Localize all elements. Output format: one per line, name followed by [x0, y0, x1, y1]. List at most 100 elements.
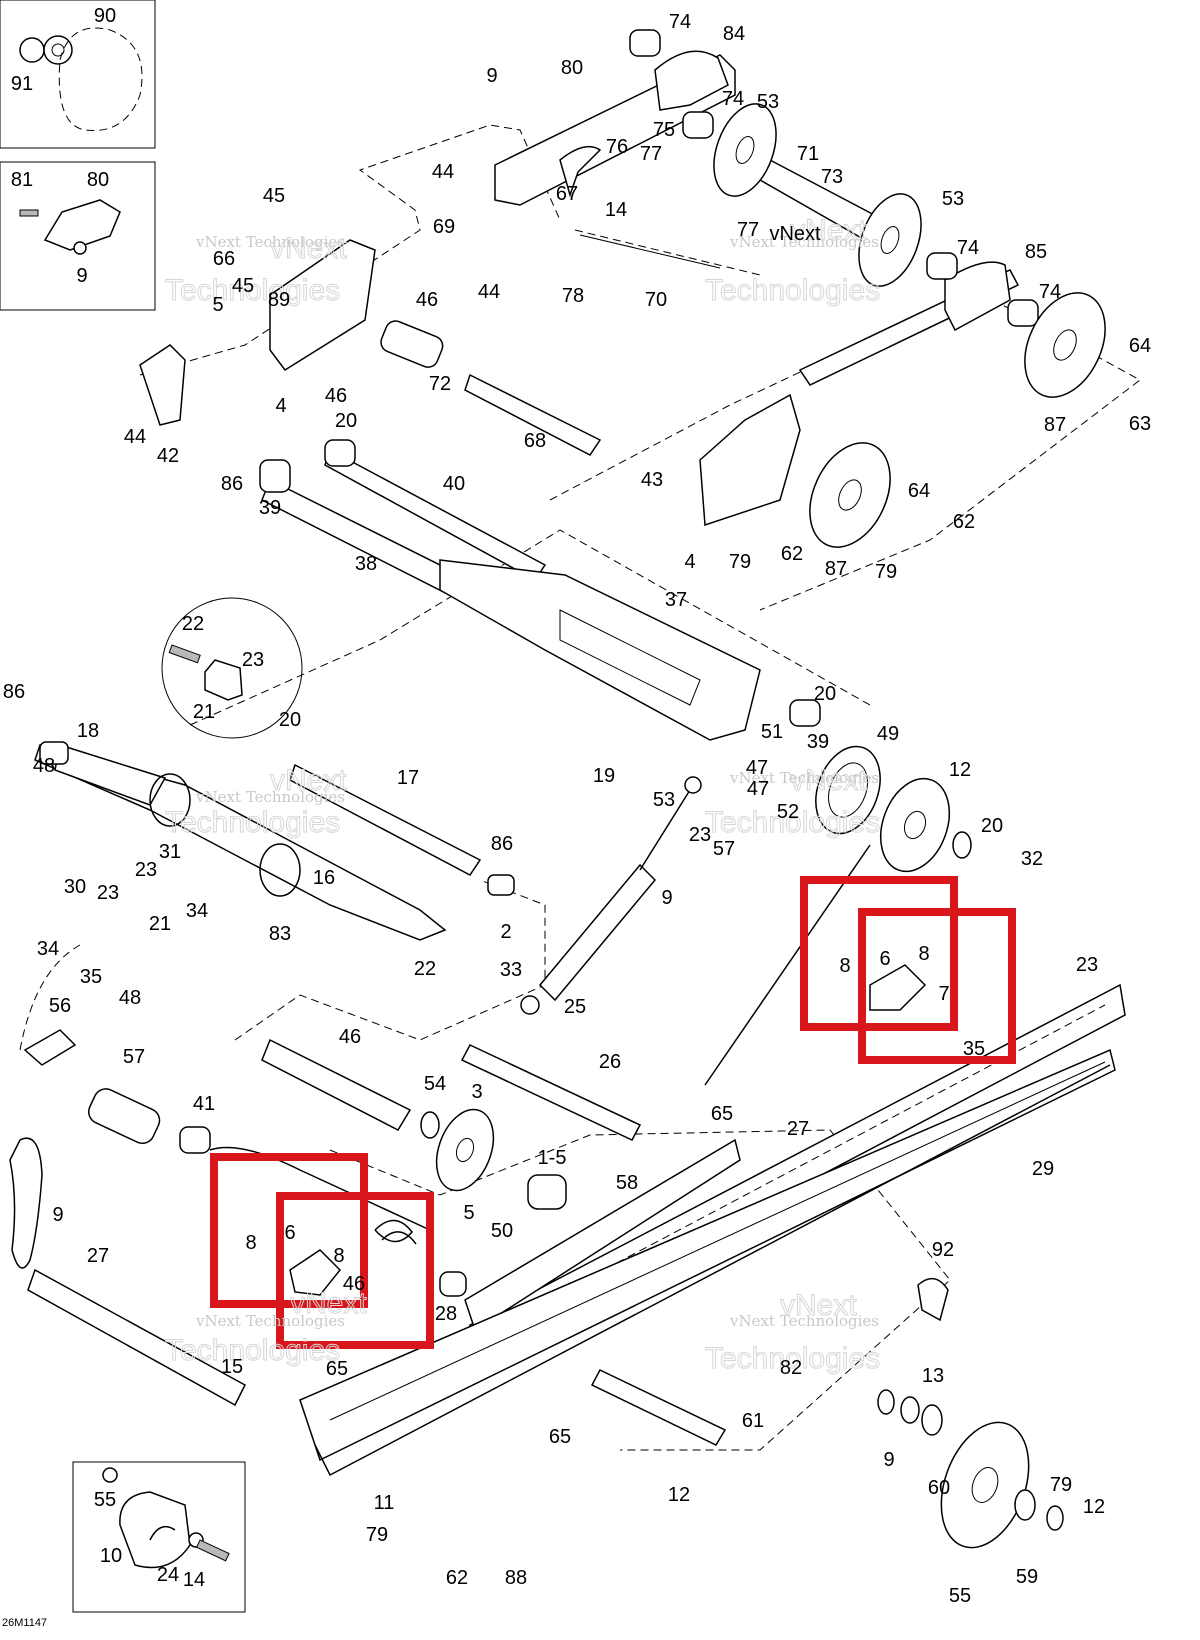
callout-label: 65: [326, 1358, 348, 1380]
callout-label: 73: [821, 166, 843, 188]
watermark-text-large: vNext: [270, 232, 347, 265]
wheel-53a-hub: [735, 136, 755, 164]
callout-label: 84: [723, 23, 745, 45]
bracket-50: [917, 1277, 949, 1322]
loop-16a: [149, 773, 191, 827]
callout-label: 50: [491, 1220, 513, 1242]
bumper-6-lower: [289, 1249, 342, 1296]
watermark-text: vNext Technologies: [729, 233, 879, 251]
circlip-57a: [952, 831, 972, 859]
callout-label: 80: [87, 169, 109, 191]
callout-label: 55: [94, 1489, 116, 1511]
callout-label: 39: [807, 731, 829, 753]
callout-label: 70: [645, 289, 667, 311]
callout-label: 62: [781, 543, 803, 565]
callout-label: 89: [268, 289, 290, 311]
wheel-87a: [1024, 292, 1106, 398]
callout-label: 82: [780, 1357, 802, 1379]
watermark-text-large: vNext: [780, 1289, 857, 1322]
watermark-text-large: vNext: [290, 1287, 367, 1320]
spacer-72: [380, 320, 444, 368]
callout-label: 46: [343, 1273, 365, 1295]
bushing-74a: [629, 29, 661, 57]
watermark-text-large: vNext: [790, 214, 867, 247]
assembly-outline-lower: [329, 1129, 951, 1451]
callout-label: 63: [1129, 413, 1151, 435]
watermark-group: vNext Technologies vNext Technologies vN…: [165, 214, 881, 1376]
wire-spring-line: [209, 1146, 431, 1231]
stopper-part: [119, 1491, 191, 1569]
callout-label: 56: [49, 995, 71, 1017]
watermark-text-large: vNext: [790, 764, 867, 797]
arm-37: [439, 559, 761, 741]
detail-circle-22-23: [161, 597, 303, 739]
watermark-text: vNext Technologies: [729, 769, 879, 787]
callout-label: 6: [879, 948, 890, 970]
wheel-53b-hub: [880, 226, 900, 254]
guide-block-part: [43, 199, 121, 251]
callout-label: 8: [918, 943, 929, 965]
callout-label: 53: [653, 789, 675, 811]
bearing-55b: [1014, 1489, 1036, 1521]
callout-label: 47: [747, 778, 769, 800]
callout-label: 20: [814, 683, 836, 705]
watermark-text-large: Technologies: [705, 274, 880, 307]
callout-label: 88: [505, 1567, 527, 1589]
callout-label: 23: [689, 824, 711, 846]
callout-label: 12: [949, 759, 971, 781]
bracket-25: [23, 1029, 77, 1066]
detail-bracket-21: [204, 659, 243, 701]
callout-label: 83: [269, 923, 291, 945]
highlight-box-upper-a: [800, 876, 958, 1031]
callout-label: 58: [616, 1172, 638, 1194]
callout-label: 52: [777, 801, 799, 823]
callout-label: 41: [193, 1093, 215, 1115]
washer-60: [1046, 1505, 1064, 1531]
circlip-61: [877, 1389, 895, 1415]
callout-label: 79: [366, 1524, 388, 1546]
wheel-54-hub: [455, 1137, 475, 1163]
coil-spring-36: [374, 1219, 417, 1245]
callout-label: 86: [221, 473, 243, 495]
callout-label: 57: [123, 1046, 145, 1068]
bearing-part: [43, 35, 73, 65]
callout-label: 14: [605, 199, 627, 221]
callout-label: 9: [52, 1204, 63, 1226]
callout-label: 35: [963, 1038, 985, 1060]
watermark-text-large: Technologies: [165, 1334, 340, 1367]
highlight-box-lower-a: [210, 1153, 368, 1308]
callout-label: 9: [883, 1449, 894, 1471]
shock-83-eye-top: [684, 776, 702, 794]
callout-label: 1-5: [538, 1147, 567, 1169]
callout-label: 79: [1050, 1474, 1072, 1496]
callout-label: 54: [424, 1073, 446, 1095]
callout-label: 21: [193, 701, 215, 723]
highlight-box-lower-b: [276, 1192, 434, 1349]
callout-label: 2: [500, 921, 511, 943]
callout-label: 77: [737, 219, 759, 241]
wheel-53c: [879, 777, 951, 873]
callout-label: 81: [11, 169, 33, 191]
callout-label: 25: [564, 996, 586, 1018]
callout-label: 74: [669, 11, 691, 33]
callout-label: 40: [443, 473, 465, 495]
callout-label: 44: [478, 281, 500, 303]
callout-label: 23: [97, 882, 119, 904]
callout-label: 65: [711, 1103, 733, 1125]
callout-label: 39: [259, 497, 281, 519]
callout-label: 53: [757, 91, 779, 113]
wheel-87b-hub: [838, 479, 862, 511]
callout-label: 78: [562, 285, 584, 307]
callout-label: 23: [242, 649, 264, 671]
callout-label: 49: [877, 723, 899, 745]
callout-label: 61: [742, 1410, 764, 1432]
spring-49-inner: [828, 762, 868, 818]
side-plate-4-upper: [269, 239, 376, 372]
watermark-text: vNext Technologies: [195, 788, 345, 806]
watermark-text: vNext Technologies: [729, 1312, 879, 1330]
assembly-outline-middle: [234, 879, 546, 1041]
callout-label: 21: [149, 913, 171, 935]
inset-box-stopper: [72, 1461, 246, 1613]
